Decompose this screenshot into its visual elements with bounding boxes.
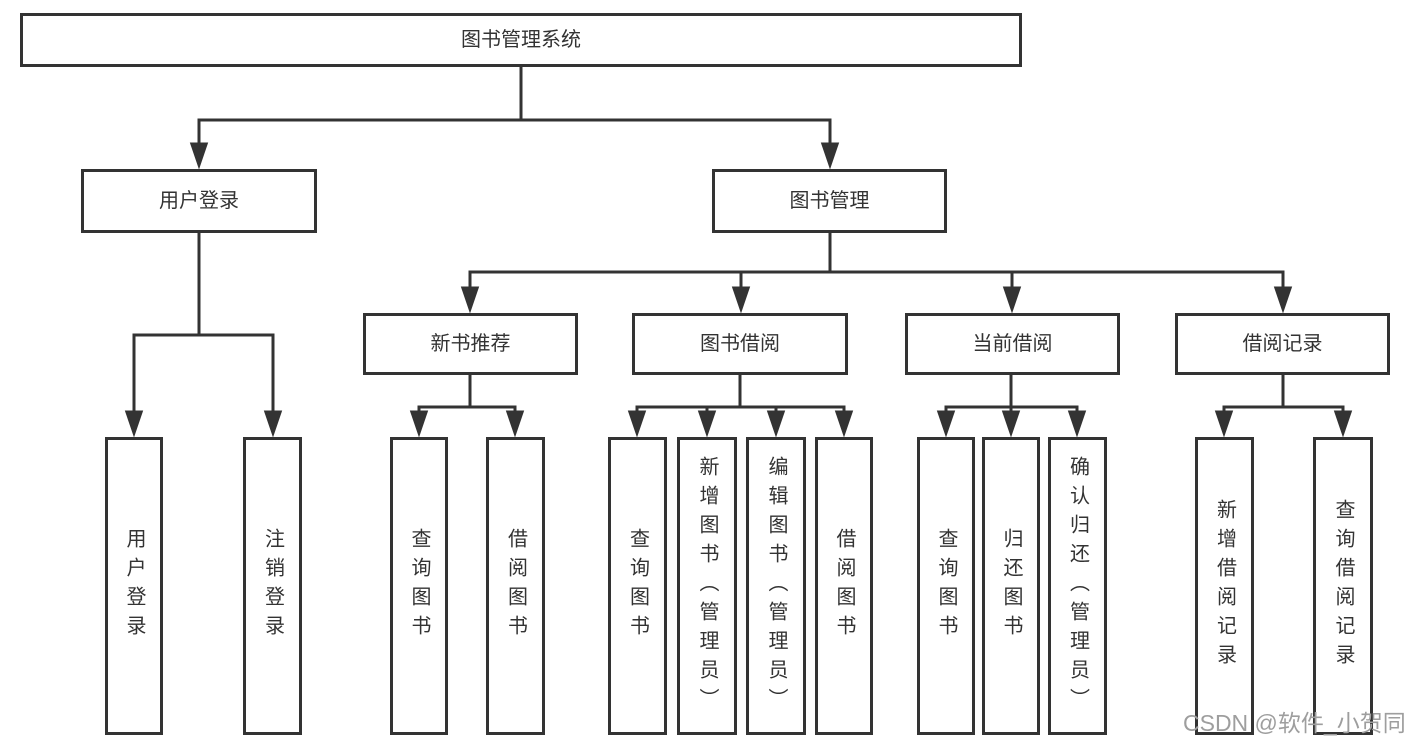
leaf-logout: 注销登录: [243, 437, 302, 735]
leaf-label: 查询图书: [626, 528, 649, 644]
node-library-management-system: 图书管理系统: [20, 13, 1022, 67]
arrowheads: [124, 142, 1353, 438]
leaf-return-books: 归还图书: [982, 437, 1040, 735]
leaf-label: 新增借阅记录: [1213, 499, 1236, 673]
leaf-label: 借阅图书: [504, 528, 527, 644]
leaf-borrow-books-borrowing: 借阅图书: [815, 437, 873, 735]
node-label: 当前借阅: [972, 333, 1053, 355]
leaf-add-books-admin: 新增图书（管理员）: [677, 437, 737, 735]
leaf-query-borrow-record: 查询借阅记录: [1313, 437, 1373, 735]
node-label: 图书管理: [789, 190, 870, 212]
leaf-query-books-borrowing: 查询图书: [608, 437, 667, 735]
leaf-label: 编辑图书（管理员）: [765, 455, 787, 717]
csdn-watermark: CSDN @软件_小贺同学: [1183, 710, 1405, 736]
node-current-borrowing: 当前借阅: [905, 313, 1120, 375]
leaf-add-borrow-record: 新增借阅记录: [1195, 437, 1254, 735]
leaf-label: 查询图书: [408, 528, 430, 644]
leaf-label: 新增图书（管理员）: [696, 455, 718, 717]
node-label: 图书借阅: [700, 333, 780, 355]
node-user-login: 用户登录: [81, 169, 317, 233]
node-label: 新书推荐: [430, 333, 511, 355]
leaf-borrow-books-recommend: 借阅图书: [486, 437, 545, 735]
leaf-label: 用户登录: [123, 528, 145, 644]
node-borrowing-records: 借阅记录: [1175, 313, 1390, 375]
node-label: 图书管理系统: [461, 29, 581, 51]
node-label: 借阅记录: [1242, 333, 1323, 355]
leaf-label: 确认归还（管理员）: [1066, 455, 1089, 717]
leaf-query-books-recommend: 查询图书: [390, 437, 448, 735]
leaf-user-login: 用户登录: [105, 437, 163, 735]
leaf-label: 查询图书: [935, 528, 957, 644]
node-label: 用户登录: [159, 190, 239, 212]
leaf-label: 注销登录: [261, 528, 284, 644]
node-new-book-recommendation: 新书推荐: [363, 313, 578, 375]
node-book-borrowing: 图书借阅: [632, 313, 848, 375]
leaf-edit-books-admin: 编辑图书（管理员）: [746, 437, 806, 735]
leaf-label: 归还图书: [1000, 528, 1022, 644]
leaf-query-books-current: 查询图书: [917, 437, 975, 735]
node-book-management: 图书管理: [712, 169, 947, 233]
leaf-confirm-return-admin: 确认归还（管理员）: [1048, 437, 1107, 735]
leaf-label: 借阅图书: [833, 528, 855, 644]
leaf-label: 查询借阅记录: [1332, 499, 1354, 673]
